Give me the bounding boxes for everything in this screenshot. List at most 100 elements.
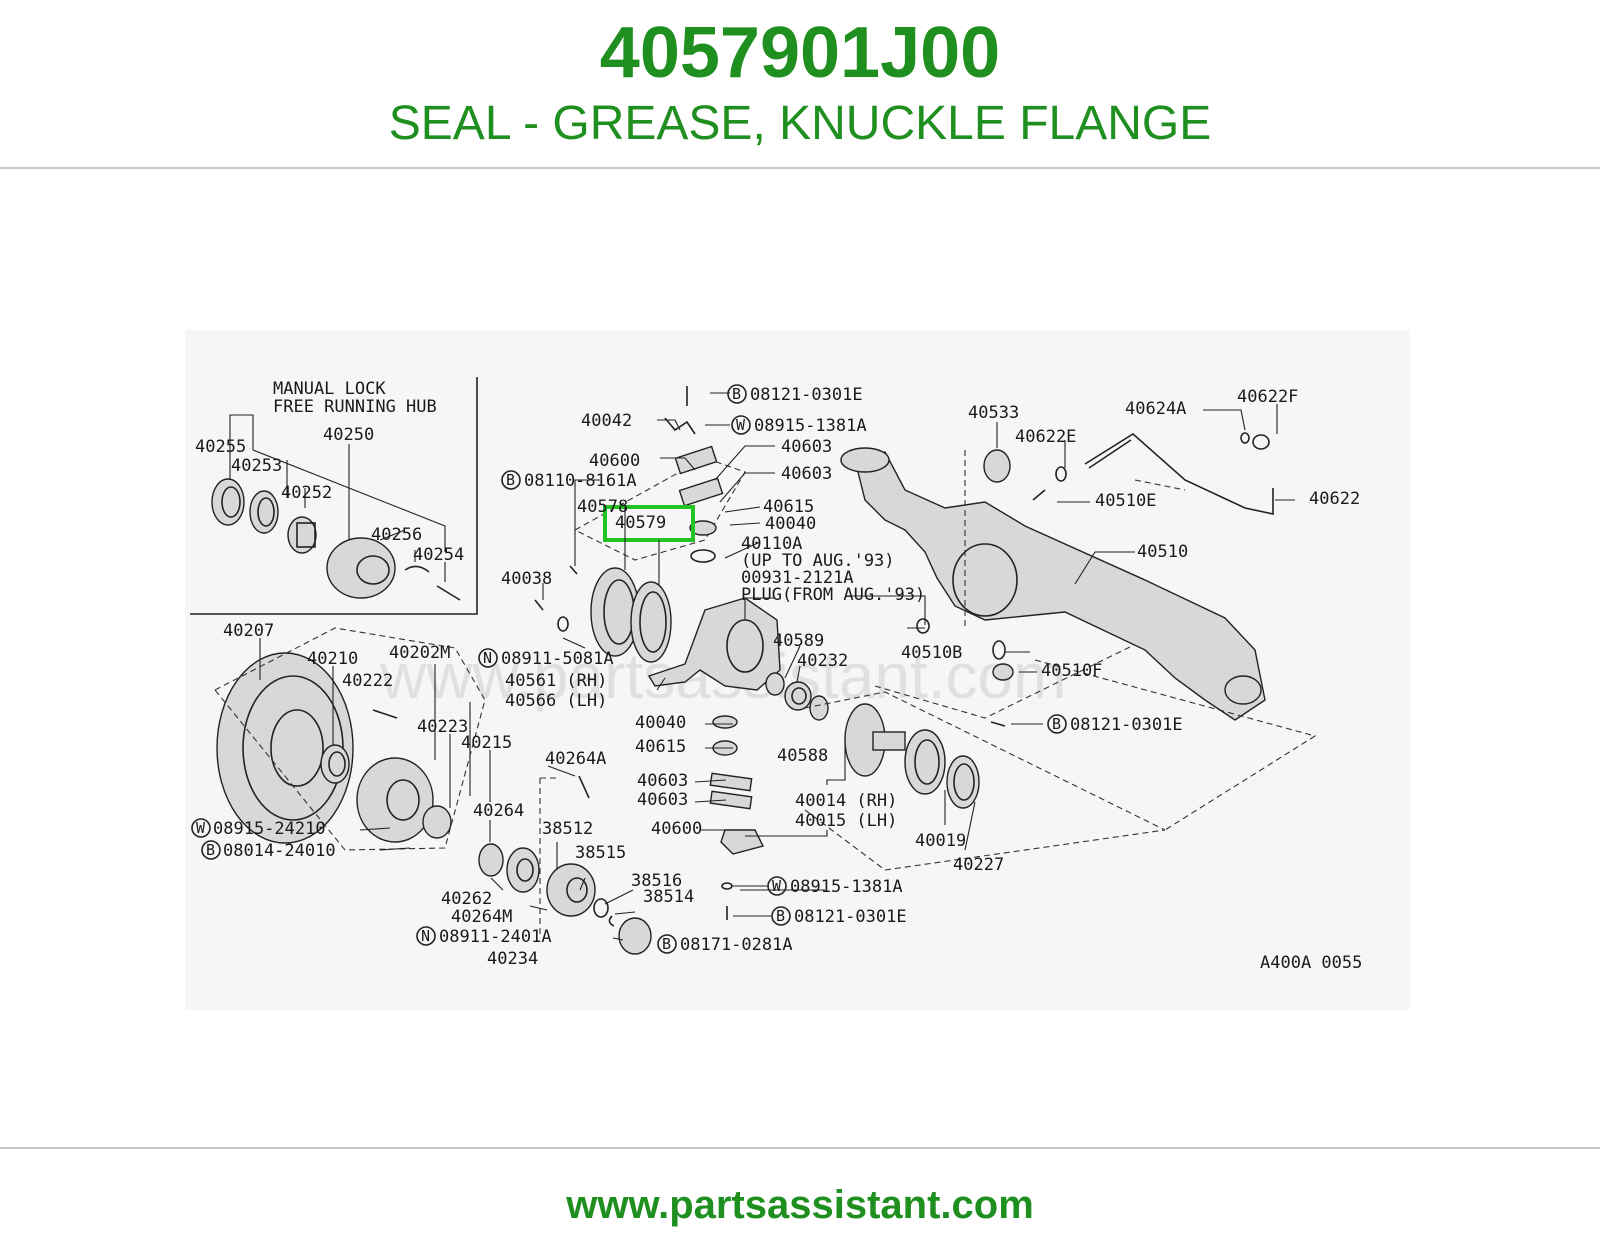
cap-40234 — [618, 917, 652, 955]
king-pin-cap-top — [674, 445, 724, 563]
label-40624A: 40624A — [1125, 399, 1186, 419]
label-08171-0281A: 08171-0281A — [680, 935, 793, 955]
label-40227: 40227 — [953, 855, 1004, 875]
bottom-leaders — [489, 765, 636, 941]
connector-40510E — [1032, 489, 1046, 501]
label-38512: 38512 — [542, 819, 593, 839]
label-08121-0301E-axle: 08121-0301E — [1070, 715, 1183, 735]
bolt-40038 — [534, 599, 544, 611]
steering-knuckle — [647, 597, 781, 691]
hub-seal — [320, 744, 350, 784]
washer-leaders — [359, 827, 411, 851]
axle-housing-40510 — [840, 447, 1266, 721]
label-38514: 38514 — [643, 887, 694, 907]
label-08915-1381A-bottom: 08915-1381A — [790, 877, 903, 897]
circle-b-5-letter: B — [776, 907, 785, 925]
label-up-to-aug-93: (UP TO AUG.'93) — [741, 551, 895, 571]
label-40603-c: 40603 — [637, 771, 688, 791]
circle-n-1-letter: N — [483, 649, 492, 667]
wheel-hub — [356, 757, 434, 843]
grease-seal-40579 — [630, 581, 672, 663]
circle-w-3-letter: W — [772, 877, 782, 895]
diagram-svg: www.partsassistant.com MANUAL LOCK FREE … — [190, 377, 1362, 973]
hub-bolt — [436, 585, 461, 601]
circle-b-4-letter: B — [662, 935, 671, 953]
footer-site-link[interactable]: www.partsassistant.com — [566, 1183, 1034, 1227]
label-40615-a: 40615 — [763, 497, 814, 517]
hub-bearing — [422, 805, 452, 839]
label-40202M: 40202M — [389, 643, 450, 663]
circle-w-2 — [731, 415, 751, 435]
label-40207: 40207 — [223, 621, 274, 641]
label-40603-b: 40603 — [781, 464, 832, 484]
label-40042: 40042 — [581, 411, 632, 431]
clamp-40624A — [1240, 432, 1250, 444]
header-divider — [0, 167, 1600, 169]
knuckle-leaders-2 — [542, 507, 666, 691]
label-40603-a: 40603 — [781, 437, 832, 457]
lower-king-pin-bushing — [709, 715, 765, 855]
inset-frame — [190, 377, 478, 615]
label-40622E: 40622E — [1015, 427, 1076, 447]
label-40603-d: 40603 — [637, 790, 688, 810]
label-40019: 40019 — [915, 831, 966, 851]
spacer-40588 — [809, 695, 829, 721]
axle-seal-40533 — [983, 449, 1011, 483]
label-40510E: 40510E — [1095, 491, 1156, 511]
circle-w-1-letter: W — [196, 819, 206, 837]
locking-hub-38512 — [546, 863, 596, 917]
label-40566-lh: 40566 (LH) — [505, 691, 607, 711]
circle-w-1 — [191, 818, 211, 838]
inset-title-2: FREE RUNNING HUB — [273, 397, 437, 417]
label-08911-5081A: 08911-5081A — [501, 649, 614, 669]
axle-leaders — [907, 404, 1295, 725]
label-08911-2401A: 08911-2401A — [439, 927, 552, 947]
bottom-right-leaders — [731, 885, 771, 917]
circle-b-1 — [201, 840, 221, 860]
label-40232: 40232 — [797, 651, 848, 671]
circle-w-3 — [767, 876, 787, 896]
hub-snap-ring — [249, 490, 279, 534]
hub-bolt-40222 — [372, 709, 398, 719]
label-40234: 40234 — [487, 949, 538, 969]
label-40579[interactable]: 40579 — [615, 513, 666, 533]
label-08110-8161A: 08110-8161A — [524, 471, 637, 491]
label-38516: 38516 — [631, 871, 682, 891]
label-40038: 40038 — [501, 569, 552, 589]
label-40252: 40252 — [281, 483, 332, 503]
part-description: SEAL - GREASE, KNUCKLE FLANGE — [388, 97, 1212, 150]
exploded-parts-diagram: www.partsassistant.com MANUAL LOCK FREE … — [185, 330, 1410, 1010]
seal-40232 — [784, 681, 812, 711]
nut-08911 — [557, 616, 569, 632]
label-40264: 40264 — [473, 801, 524, 821]
label-40254: 40254 — [413, 545, 464, 565]
label-40600-top: 40600 — [589, 451, 640, 471]
label-00931-2121A: 00931-2121A — [741, 568, 854, 588]
axle-dash-line — [874, 619, 1186, 719]
circle-w-2-letter: W — [736, 416, 746, 434]
label-40250: 40250 — [323, 425, 374, 445]
bolt-08121-axle — [990, 721, 1006, 727]
bracket-40042 — [664, 417, 696, 435]
circle-b-3 — [727, 384, 747, 404]
knuckle-leaders — [574, 392, 926, 625]
spindle-40014 — [844, 703, 906, 777]
label-08121-0301E-bottom: 08121-0301E — [794, 907, 907, 927]
label-40588: 40588 — [777, 746, 828, 766]
highlight-box-40579[interactable] — [603, 505, 695, 542]
hub-clip — [404, 565, 430, 573]
label-plug-from-aug-93: PLUG(FROM AUG.'93) — [741, 585, 925, 605]
label-40533: 40533 — [968, 403, 1019, 423]
hub-clutch — [287, 516, 317, 554]
clip-40622F — [1252, 434, 1270, 450]
label-08915-24210: 08915-24210 — [213, 819, 326, 839]
label-40040-b: 40040 — [635, 713, 686, 733]
circle-n-2 — [416, 926, 436, 946]
label-40600-bottom: 40600 — [651, 819, 702, 839]
label-40622: 40622 — [1309, 489, 1360, 509]
label-40264M: 40264M — [451, 907, 512, 927]
label-40622F: 40622F — [1237, 387, 1298, 407]
label-40510F: 40510F — [1041, 661, 1102, 681]
circle-b-4 — [657, 934, 677, 954]
washer-08915-bottom — [721, 882, 733, 890]
